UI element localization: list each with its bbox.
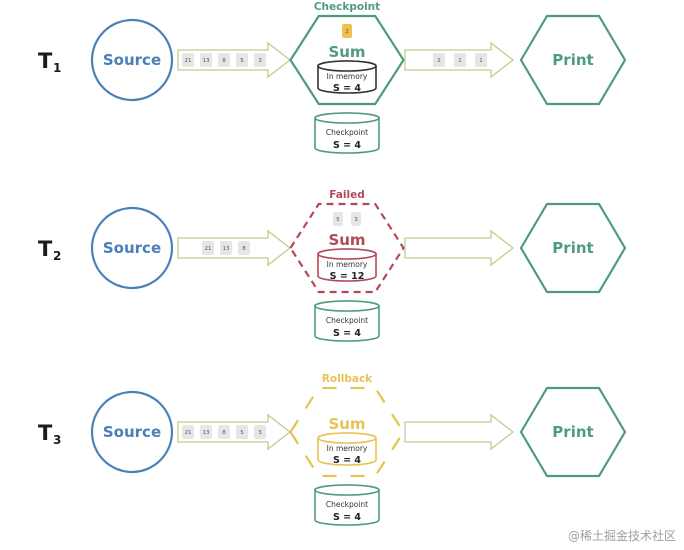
checkpoint-label: Checkpoint (326, 316, 368, 325)
record-value: 3 (258, 430, 262, 436)
record-chip (218, 425, 230, 439)
sink-label: Print (552, 51, 593, 69)
checkpoint-storage-db-top (314, 484, 380, 496)
checkpoint-label: Checkpoint (326, 500, 368, 509)
source-label: Source (103, 239, 161, 257)
checkpoint-storage-db-top (314, 300, 380, 312)
source-node (90, 390, 174, 474)
record-chip (200, 53, 212, 67)
sum-title: Sum (328, 415, 365, 433)
record-value: 13 (223, 246, 230, 252)
checkpoint-value: S = 4 (333, 140, 361, 151)
record-value: 8 (242, 246, 246, 252)
record-chip (238, 241, 250, 255)
output-stream-arrow (404, 413, 515, 451)
print-sink (519, 14, 627, 106)
source-label: Source (103, 51, 161, 69)
record-chip (218, 53, 230, 67)
record-chip (182, 425, 194, 439)
output-record-value: 1 (458, 58, 462, 64)
record-chip (236, 425, 248, 439)
time-label: T (38, 49, 53, 73)
record-value: 8 (222, 58, 226, 64)
record-chip (220, 241, 232, 255)
memory-label: In memory (327, 444, 368, 453)
record-value: 13 (203, 430, 210, 436)
memory-value: S = 4 (333, 455, 361, 466)
input-stream-arrow (177, 41, 292, 79)
input-stream-arrow (177, 229, 292, 267)
print-sink (519, 202, 627, 294)
memory-value: S = 12 (330, 271, 365, 282)
stage-label: Rollback (322, 373, 373, 385)
output-record-chip (454, 53, 466, 67)
sum-title: Sum (328, 231, 365, 249)
sink-label: Print (552, 239, 593, 257)
stage-label: Failed (329, 189, 364, 201)
record-chip (236, 53, 248, 67)
checkpoint-value: S = 4 (333, 512, 361, 523)
source-label: Source (103, 423, 161, 441)
record-value: 5 (240, 430, 244, 436)
record-value: 21 (185, 58, 192, 64)
time-subscript: 2 (53, 249, 61, 263)
record-chip (200, 425, 212, 439)
sum-title: Sum (328, 43, 365, 61)
time-subscript: 1 (53, 61, 61, 75)
checkpoint-label: Checkpoint (326, 128, 368, 137)
inflight-record-chip (333, 212, 343, 226)
inflight-record-chip (342, 24, 352, 38)
output-stream-arrow (404, 229, 515, 267)
memory-label: In memory (327, 260, 368, 269)
memory-value: S = 4 (333, 83, 361, 94)
memory-label: In memory (327, 72, 368, 81)
source-node (90, 206, 174, 290)
memory-state-db-top (317, 248, 377, 260)
output-record-value: 1 (479, 58, 483, 64)
watermark: @稀土掘金技术社区 (568, 528, 676, 543)
inflight-record-value: 2 (345, 29, 349, 35)
inflight-record-value: 3 (354, 217, 358, 223)
memory-state-db-top (317, 432, 377, 444)
record-value: 5 (240, 58, 244, 64)
inflight-record-value: 5 (336, 217, 340, 223)
sink-label: Print (552, 423, 593, 441)
stage-label: Checkpoint (314, 1, 380, 13)
output-record-chip (475, 53, 487, 67)
time-label: T (38, 421, 53, 445)
memory-state-db-top (317, 60, 377, 72)
record-chip (254, 53, 266, 67)
record-value: 21 (205, 246, 212, 252)
input-stream-arrow (177, 413, 292, 451)
record-value: 8 (222, 430, 226, 436)
record-chip (254, 425, 266, 439)
record-chip (182, 53, 194, 67)
time-subscript: 3 (53, 433, 61, 447)
checkpoint-value: S = 4 (333, 328, 361, 339)
output-record-value: 2 (437, 58, 441, 64)
record-value: 13 (203, 58, 210, 64)
output-record-chip (433, 53, 445, 67)
inflight-record-chip (351, 212, 361, 226)
record-value: 3 (258, 58, 262, 64)
checkpoint-storage-db-top (314, 112, 380, 124)
time-label: T (38, 237, 53, 261)
record-value: 21 (185, 430, 192, 436)
record-chip (202, 241, 214, 255)
source-node (90, 18, 174, 102)
print-sink (519, 386, 627, 478)
